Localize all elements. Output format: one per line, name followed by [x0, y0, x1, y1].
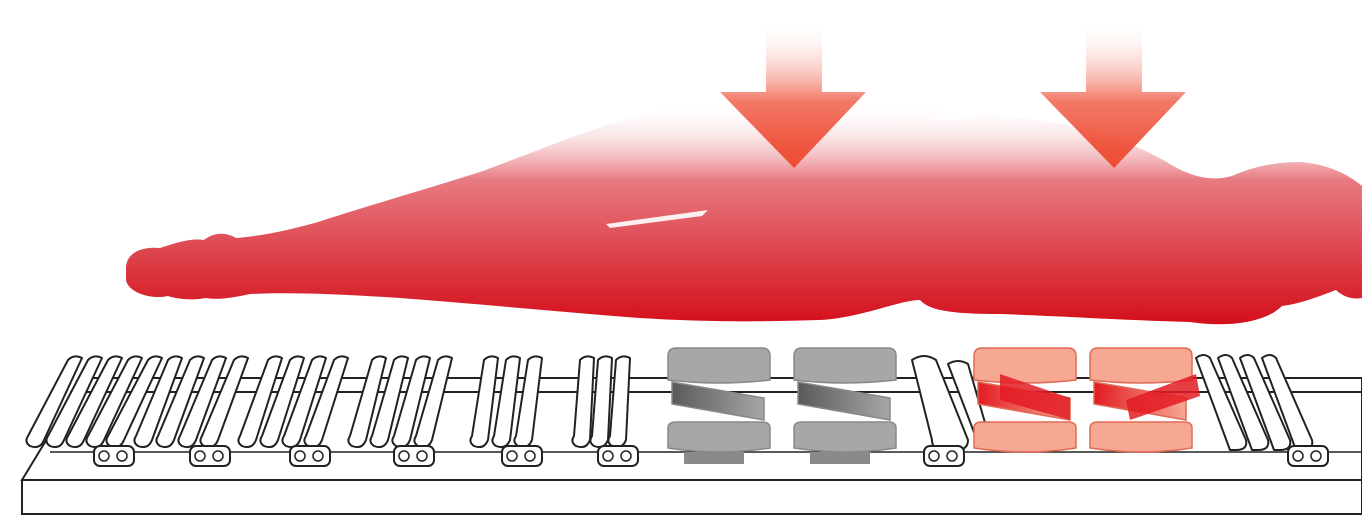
flex-slat	[1195, 354, 1248, 451]
slat-zone-standard	[237, 355, 349, 467]
flex-slat	[237, 355, 283, 449]
frame-front-face	[21, 479, 1362, 515]
foot-knob	[98, 450, 110, 462]
support-pad-bottom	[1089, 421, 1193, 453]
pressure-arrow-1	[720, 20, 866, 168]
flex-slat	[369, 355, 409, 449]
flex-slat	[347, 355, 387, 449]
support-pad-bottom	[667, 421, 771, 453]
foot-knob	[312, 450, 324, 462]
foot-knob	[116, 450, 128, 462]
foot-knob	[212, 450, 224, 462]
zone-shadow	[810, 452, 870, 464]
slat-zone-standard	[347, 355, 453, 467]
slat-zone-standard	[469, 355, 543, 467]
flex-slat	[133, 355, 183, 449]
flex-slat	[1239, 354, 1292, 451]
pressure-arrow-2	[1040, 20, 1186, 168]
support-pad-top	[1089, 347, 1193, 384]
flex-slat	[45, 355, 103, 449]
foot-knob	[524, 450, 536, 462]
flex-slat	[571, 355, 595, 449]
flex-slat	[469, 355, 499, 449]
slat-system	[25, 347, 1362, 467]
foot-knob	[294, 450, 306, 462]
slat-zone-red-support	[973, 347, 1200, 453]
foot-knob	[506, 450, 518, 462]
flex-slat	[25, 355, 83, 449]
foot-knob	[928, 450, 940, 462]
red-cross-accent	[1000, 374, 1070, 420]
body-silhouette	[126, 101, 1362, 325]
slat-zone-gray-support	[667, 347, 897, 464]
flex-slat	[177, 355, 227, 449]
foot-knob	[398, 450, 410, 462]
foot-knob	[416, 450, 428, 462]
slat-zone-standard	[571, 355, 639, 467]
foot-knob	[620, 450, 632, 462]
support-pad-top	[973, 347, 1077, 384]
foot-knob	[1310, 450, 1322, 462]
support-pad-bottom	[973, 421, 1077, 453]
foot-knob	[946, 450, 958, 462]
red-cross-accent	[1126, 374, 1200, 420]
slat-zone-standard	[133, 355, 249, 467]
cross-bar	[671, 381, 765, 421]
support-pad-top	[667, 347, 771, 384]
slat-zone-standard	[25, 355, 163, 467]
flex-slat	[155, 355, 205, 449]
foot-knob	[194, 450, 206, 462]
cross-bar	[797, 381, 891, 421]
foot-knob	[1292, 450, 1304, 462]
foot-knob	[602, 450, 614, 462]
flex-slat	[259, 355, 305, 449]
flex-slat	[1217, 354, 1270, 451]
slat-zone-standard-end	[1195, 354, 1329, 467]
support-pad-top	[793, 347, 897, 384]
zone-shadow	[684, 452, 744, 464]
flex-slat	[65, 355, 123, 449]
support-pad-bottom	[793, 421, 897, 453]
